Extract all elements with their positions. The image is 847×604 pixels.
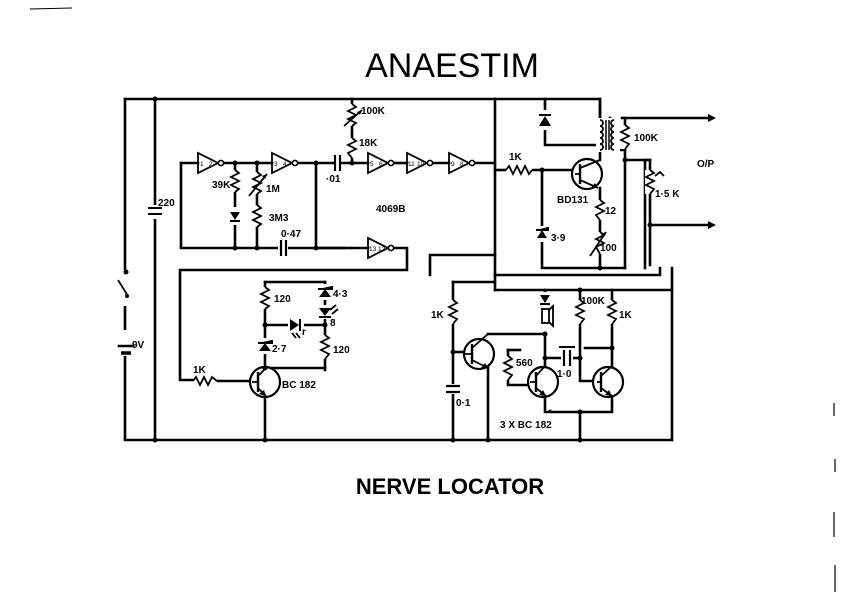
transformer-icon <box>596 118 620 152</box>
resistor-1k-bc-label: 1K <box>193 365 207 376</box>
zener-3v9-icon <box>536 226 549 242</box>
resistor-120a-label: 120 <box>274 294 291 305</box>
capacitor-01-timer-label: 0·1 <box>456 398 471 409</box>
resistor-39k-icon <box>228 169 242 225</box>
resistor-120b-label: 120 <box>333 345 350 356</box>
capacitor-01-icon <box>333 155 342 171</box>
battery-label: 9V <box>132 340 145 351</box>
inverter-1: 1 2 <box>197 151 225 175</box>
title: ANAESTIM <box>365 47 539 85</box>
svg-text:5: 5 <box>370 161 374 168</box>
resistor-120b-icon <box>318 334 332 360</box>
resistor-1k5-icon <box>643 169 665 195</box>
resistor-120a-icon <box>258 286 272 310</box>
resistor-1k-multi-icon <box>605 299 619 325</box>
resistor-18k-icon <box>345 137 359 159</box>
resistor-1k-timer-icon <box>446 299 460 325</box>
zener-2v7-icon <box>258 338 273 354</box>
capacitor-220-label: 220 <box>158 198 175 209</box>
resistor-560-label: 560 <box>516 358 533 369</box>
svg-text:8: 8 <box>460 161 464 168</box>
svg-text:9: 9 <box>451 161 455 168</box>
led-r-label: r <box>302 327 306 338</box>
led-r-icon <box>288 319 304 339</box>
resistor-100k-multi-icon <box>573 299 587 325</box>
zener-2v7-label: 2·7 <box>272 344 287 355</box>
svg-text:3: 3 <box>274 161 278 168</box>
resistor-100k-output-icon <box>618 124 632 150</box>
resistor-1m-label: 1M <box>266 184 280 195</box>
subtitle: NERVE LOCATOR <box>356 474 544 499</box>
resistor-100k-output-label: 100K <box>634 133 659 144</box>
resistor-3m3-label: 3M3 <box>269 213 289 224</box>
capacitor-01-label: ·01 <box>326 174 341 185</box>
resistor-100k-pot-icon <box>343 103 363 127</box>
zener-4v3-label: 4·3 <box>333 289 348 300</box>
inverter-4: 11 10 <box>406 151 434 175</box>
output-arrow-icon <box>708 114 716 229</box>
resistor-100k-multi-label: 100K <box>581 296 606 307</box>
resistor-100-pot-icon <box>589 231 607 257</box>
svg-text:4: 4 <box>283 161 287 168</box>
capacitor-220-icon <box>148 205 162 219</box>
battery-switch <box>117 269 135 356</box>
resistor-1k-bc-icon <box>192 374 218 388</box>
svg-text:13: 13 <box>369 246 377 253</box>
resistor-39k-label: 39K <box>212 180 231 191</box>
diode-flyback-icon <box>539 110 551 130</box>
svg-text:10: 10 <box>417 161 425 168</box>
capacitor-047-label: 0·47 <box>281 229 301 240</box>
scan-mark <box>29 7 73 10</box>
resistor-12-label: 12 <box>605 206 617 217</box>
resistor-3m3-icon <box>250 204 264 228</box>
capacitor-01-timer-icon <box>446 384 460 394</box>
scan-edge-marks <box>833 403 836 592</box>
zener-4v3-icon <box>318 284 333 300</box>
capacitor-10-icon <box>559 346 575 366</box>
resistor-1k-timer-label: 1K <box>431 310 445 321</box>
transistor-timer-icon <box>462 333 496 371</box>
resistor-100-label: 100 <box>600 243 617 254</box>
resistor-1k-multi-label: 1K <box>619 310 633 321</box>
svg-text:1: 1 <box>200 161 204 168</box>
resistor-1k-drive-label: 1K <box>509 152 523 163</box>
resistor-12-icon <box>593 199 607 221</box>
transistor-bd131-label: BD131 <box>557 195 589 206</box>
ic-label: 4069B <box>376 204 405 215</box>
resistor-100k-label: 100K <box>361 106 386 117</box>
zener-3v9-label: 3·9 <box>551 233 566 244</box>
transistor-multi-b-icon <box>591 365 625 399</box>
junction-dots <box>152 96 653 443</box>
inverter-5: 9 8 <box>448 151 476 175</box>
resistor-1m-variable-icon <box>248 171 268 197</box>
inverter-3: 5 6 <box>367 151 395 175</box>
resistor-1k5-label: 1·5 K <box>655 189 680 200</box>
led-buzzer-icon <box>539 292 554 332</box>
led-8-icon <box>319 304 339 319</box>
oscillator-wiring <box>178 97 497 382</box>
inverter-6: 13 12 <box>367 236 395 260</box>
transistor-bc182-label: BC 182 <box>282 380 316 391</box>
led-8-label: 8 <box>330 318 336 329</box>
transistor-group-label: 3 X BC 182 <box>500 420 552 431</box>
resistor-1k-drive-icon <box>505 163 533 177</box>
svg-text:11: 11 <box>408 161 415 168</box>
capacitor-10-label: 1·0 <box>557 369 572 380</box>
resistor-18k-label: 18K <box>359 138 378 149</box>
svg-text:12: 12 <box>378 246 386 253</box>
inverter-2: 3 4 <box>271 151 299 175</box>
resistor-560-icon <box>501 355 515 381</box>
output-label: O/P <box>697 159 715 170</box>
svg-text:6: 6 <box>379 161 383 168</box>
svg-text:2: 2 <box>209 161 213 168</box>
transistor-bd131-icon <box>570 157 604 191</box>
transistor-multi-a-icon <box>526 365 560 399</box>
transistor-bc182-icon <box>248 365 282 399</box>
capacitor-047-icon <box>278 240 288 256</box>
